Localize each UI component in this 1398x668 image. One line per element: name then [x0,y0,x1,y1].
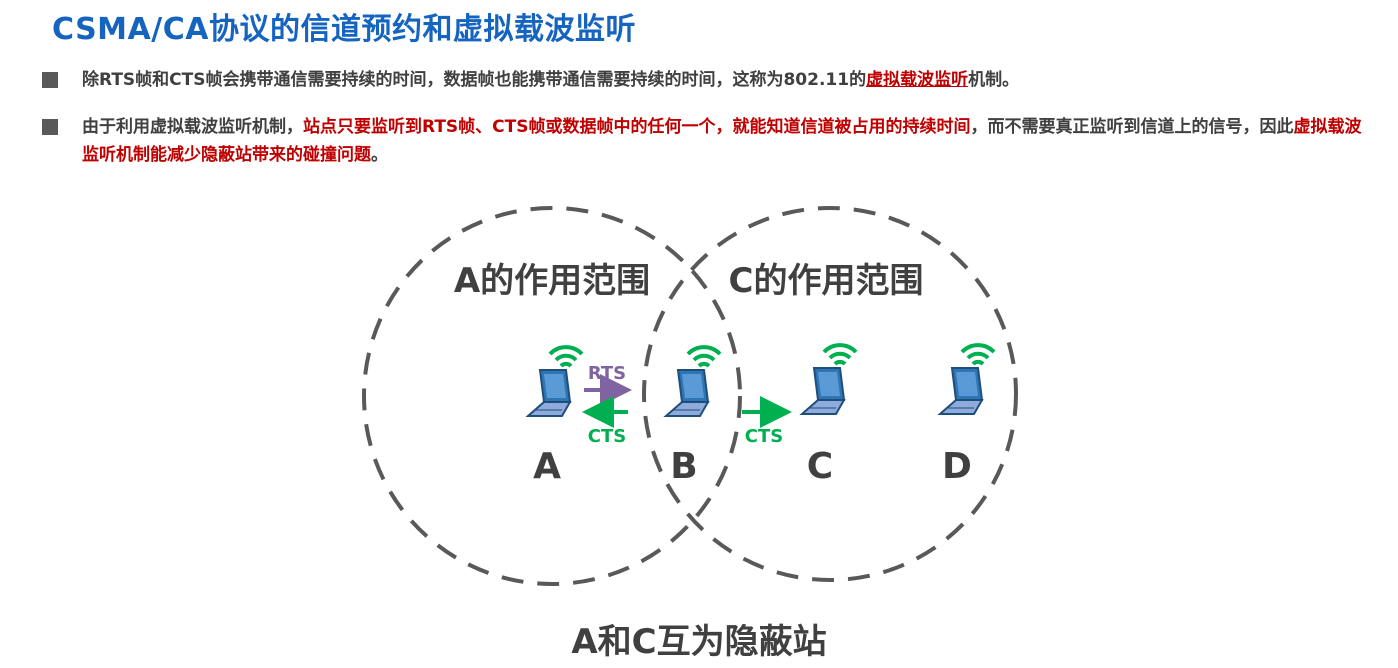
bullet-text-1: 除RTS帧和CTS帧会携带通信需要持续的时间，数据帧也能携带通信需要持续的时间，… [82,66,1368,94]
station-label-b: B [670,446,697,487]
bullet-marker-2 [42,119,58,135]
cts-label-left: CTS [588,426,626,447]
range-a-label: A的作用范围 [454,261,650,301]
station-label-a: A [533,446,561,487]
laptop-icon [527,369,571,417]
bullet-marker-1 [42,72,58,88]
bullet-1-part1: 除RTS帧和CTS帧会携带通信需要持续的时间，数据帧也能携带通信需要持续的时间，… [82,70,867,90]
bullet-2-highlight1: 站点只要监听到RTS帧、CTS帧或数据帧中的任何一个，就能知道信道被占用的持续时… [303,117,971,137]
station-label-c: C [807,446,833,487]
rts-label: RTS [588,363,626,384]
laptop-icon [939,367,983,415]
page-title: CSMA/CA协议的信道预约和虚拟载波监听 [52,12,636,47]
bullet-1-highlight: 虚拟载波监听 [866,70,969,90]
wifi-icon [822,343,858,366]
wifi-icon [548,345,584,368]
bullet-2-part2: ，而不需要真正监听到信道上的信号，因此 [970,117,1294,137]
bullet-1-part2: 机制。 [968,70,1020,90]
caption: A和C互为隐蔽站 [571,622,827,662]
range-c-circle [642,206,1018,582]
bullet-2-highlight2: 虚拟载波监听机制能减少隐蔽站带来的碰撞问题 [82,117,1362,165]
wifi-icon [686,345,722,368]
bullet-text-2: 由于利用虚拟载波监听机制，站点只要监听到RTS帧、CTS帧或数据帧中的任何一个，… [82,113,1368,169]
bullet-2-part1: 由于利用虚拟载波监听机制， [82,117,303,137]
cts-label-right: CTS [745,426,783,447]
range-c-label: C的作用范围 [729,261,924,301]
range-a-circle [362,206,742,586]
laptop-icon [665,369,709,417]
bullet-2-part3: 。 [371,145,388,165]
laptop-icon [801,367,845,415]
wifi-icon [960,343,996,366]
station-label-d: D [942,446,972,487]
